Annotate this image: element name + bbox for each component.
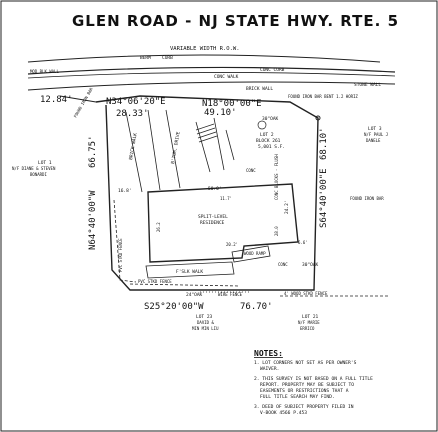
offset-right: 6.6' <box>298 240 308 245</box>
north-dist-2: 49.10' <box>204 108 237 118</box>
pvc-fence-bottom-label: PVC STKD FENCE <box>138 279 172 284</box>
wire-fence-label: WIRE FENCE <box>218 292 243 297</box>
residence-label-2: RESIDENCE <box>200 220 225 226</box>
fsbk-walk <box>145 261 235 279</box>
stone-wall-label: STONE WALL <box>354 82 381 88</box>
left-angle-line <box>59 95 97 103</box>
residence-label-1: SPLIT-LEVEL <box>198 214 228 220</box>
lot-21-line3: ERRICO <box>300 326 315 331</box>
lot-2-line1: LOT 2 <box>260 132 274 138</box>
curb-inner-line <box>27 72 396 79</box>
lot-23-line1: LOT 23 <box>196 314 213 320</box>
house-dim-right: 24.2' <box>284 200 290 214</box>
lot-3-line1: LOT 3 <box>368 126 382 132</box>
lot-23-line2: DAVID & <box>197 320 214 325</box>
residence-outline <box>147 183 299 263</box>
house-dim-top: 50.0' <box>208 186 222 192</box>
conc-right-label: CONC <box>246 168 256 173</box>
lot-1-line1: LOT 1 <box>38 160 52 166</box>
conc-curb-line <box>27 66 396 75</box>
lot-1-line3: BONARDI <box>30 172 47 177</box>
bitum-drive-label: B'TUM. DRIVE <box>170 131 182 164</box>
oak-top-label: 30"OAK <box>262 116 279 122</box>
lot-2-line3: 5,001 S.F. <box>258 144 285 150</box>
conc-blocks-flush-label: CONC BLOCKS - FLUSH <box>274 154 279 200</box>
pvc-fence-left <box>113 199 137 283</box>
brick-walk-label: BRICK WALK <box>128 132 139 160</box>
left-angle-dist: 12.84' <box>40 95 73 105</box>
note-2d: FULL TITLE SEARCH MAY FIND. <box>260 394 335 400</box>
note-3a: 3. DEED OF SUBJECT PROPERTY FILED IN <box>254 404 354 410</box>
wood-ramp-label: WOOD RAMP <box>244 251 266 256</box>
conc-curb-label: CONC CURB <box>260 67 285 73</box>
east-dist: 68.10' <box>319 127 329 160</box>
oak-bottom-label: 24"OAK <box>186 292 203 298</box>
notes-heading: NOTES: <box>254 349 283 358</box>
road-subtitle: VARIABLE WIDTH R.O.W. <box>170 46 240 52</box>
found-iron-left: FOUND IRON BAR <box>73 86 94 118</box>
berm-curb-line <box>27 54 381 63</box>
note-2a: 2. THIS SURVEY IS NOT BASED ON A FULL TI… <box>254 376 373 382</box>
south-bearing: S25°20'00"W <box>144 302 204 312</box>
oak-top-icon <box>257 120 267 130</box>
road-title: GLEN ROAD - NJ STATE HWY. RTE. 5 <box>72 12 399 30</box>
lot-21-line2: N/F MARIE <box>298 320 320 325</box>
west-bearing: N64°40'00"W <box>88 190 98 250</box>
berm-label: BERM <box>140 55 151 61</box>
wood-fence-label: 4' WOOD STKD FENCE <box>284 291 328 296</box>
steps <box>195 123 218 143</box>
lot-1-line2: N/F DIANE & STEVEN <box>12 166 56 171</box>
east-bearing: S64°40'00"E <box>319 168 329 228</box>
north-bearing-1: N34°06'20"E <box>106 97 166 107</box>
lot-2-line2: BLOCK 261 <box>256 138 281 144</box>
mod-blk-wall-label: MOD BLK WALL <box>30 69 59 74</box>
walk-line <box>27 81 396 91</box>
lot-23-line3: MIN MIN LIU <box>192 326 219 331</box>
curb-label-left: CURB <box>162 55 173 61</box>
drive-width: 11.7' <box>220 196 232 201</box>
north-bearing-2: N18°00'00"E <box>202 99 262 109</box>
property-boundary <box>95 95 319 291</box>
house-dim-side: 26.2 <box>156 222 161 232</box>
note-1a: 1. LOT CORNERS NOT SET AS PER OWNER'S <box>254 360 357 366</box>
iron-bar-marker <box>315 115 321 121</box>
found-iron-top-right: FOUND IRON BAR BENT 1.2 HORIZ <box>288 94 358 99</box>
house-dim-left: 16.8' <box>118 188 132 194</box>
brick-wall-label: BRICK WALL <box>246 86 273 92</box>
west-dist: 66.75' <box>88 135 98 168</box>
house-dim-right2: 28.0 <box>274 226 279 236</box>
north-dist-1: 28.33' <box>116 109 149 119</box>
note-2b: REPORT. PROPERTY MAY BE SUBJECT TO <box>260 382 354 388</box>
lot-21-line1: LOT 21 <box>302 314 319 320</box>
wood-ramp <box>231 245 271 263</box>
lot-3-line3: DANELE <box>366 138 381 143</box>
driveway-lines <box>125 109 235 193</box>
house-dim-bottom: 20.2' <box>226 242 238 247</box>
found-iron-right: FOUND IRON BAR <box>350 196 384 201</box>
pvc-fence-bottom <box>129 283 241 287</box>
conc-bottom-label: CONC <box>278 262 288 267</box>
note-3b: V-BOOK 4566 P.453 <box>260 410 307 416</box>
oak-right-label: 30"OAK <box>302 262 319 268</box>
pvc-fence-left-label: PVC STKD FENCE <box>118 238 123 272</box>
fsbk-walk-label: F'SLK WALK <box>176 269 203 275</box>
note-1b: WAIVER. <box>260 366 279 372</box>
conc-walk-label: CONC WALK <box>214 74 239 80</box>
south-dist: 76.70' <box>240 302 273 312</box>
lot-3-line2: N/F PAUL J <box>364 132 388 137</box>
note-2c: EASEMENTS OR RESTRICTIONS THAT A <box>260 388 349 394</box>
